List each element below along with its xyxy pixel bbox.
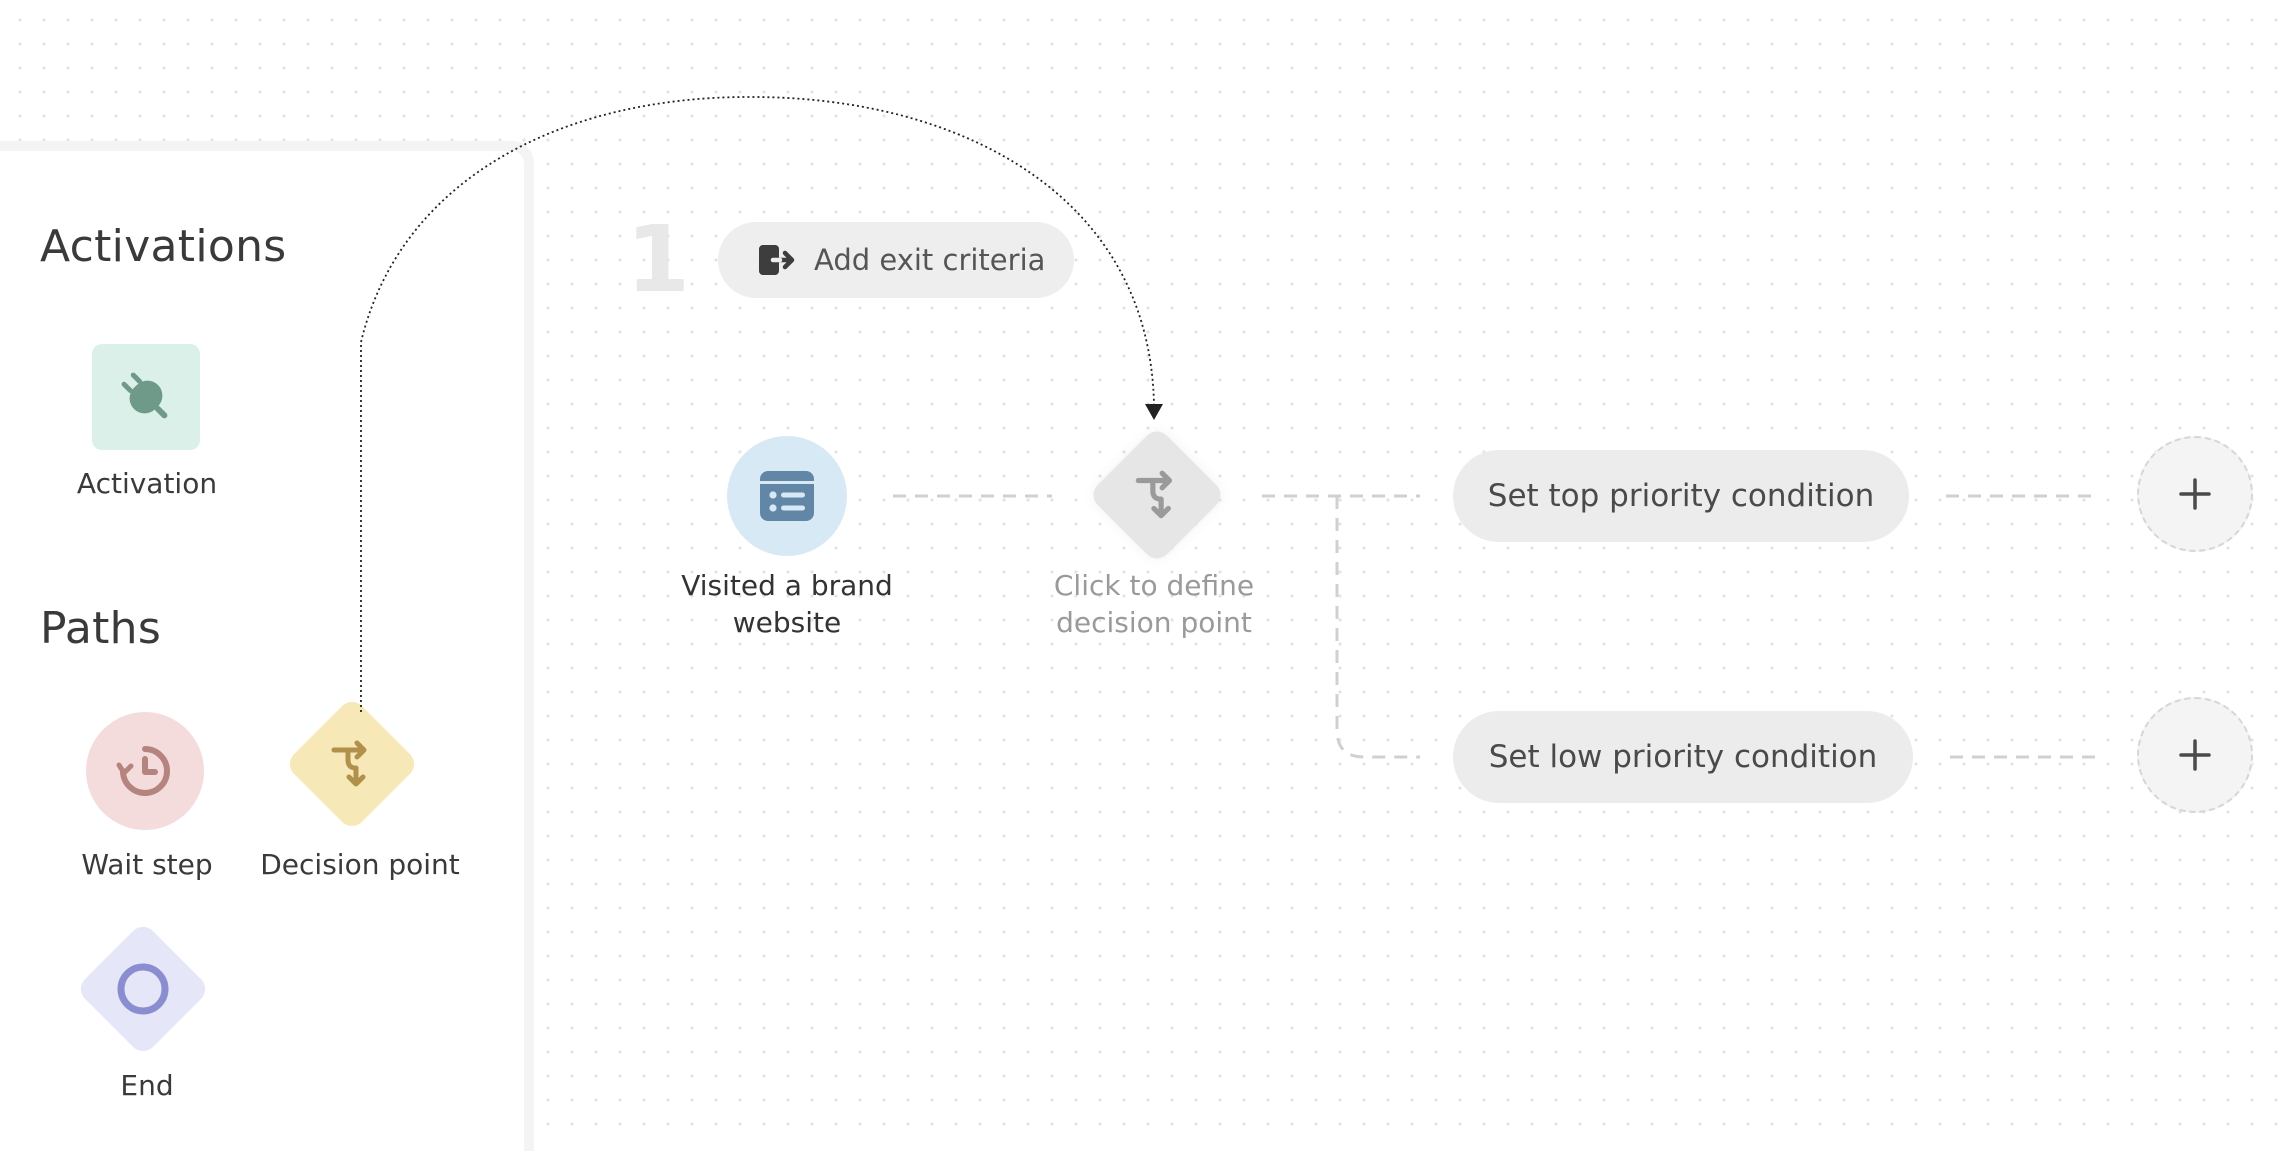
split-arrows-icon — [1135, 470, 1173, 519]
trigger-node-label: Visited a brand website — [681, 567, 893, 641]
trigger-label-line-2: website — [732, 606, 842, 639]
webpage-list-icon — [760, 471, 814, 521]
low-priority-condition-button[interactable]: Set low priority condition — [1453, 711, 1913, 803]
plus-icon — [2179, 739, 2211, 771]
end-tile[interactable] — [75, 921, 211, 1057]
add-exit-criteria-button[interactable]: Add exit criteria — [718, 222, 1074, 298]
add-step-top-button[interactable] — [2137, 436, 2253, 552]
clock-icon — [116, 746, 170, 796]
activations-heading: Activations — [40, 221, 287, 272]
decision-point-label: Decision point — [260, 848, 460, 881]
end-circle-icon — [117, 963, 169, 1015]
wait-step-tile[interactable] — [86, 712, 204, 830]
trigger-node[interactable] — [727, 436, 847, 556]
end-label: End — [120, 1069, 174, 1102]
activation-tile[interactable] — [92, 344, 200, 450]
decision-label-line-1: Click to define — [1053, 569, 1255, 602]
add-exit-criteria-label: Add exit criteria — [814, 243, 1046, 277]
top-priority-condition-button[interactable]: Set top priority condition — [1453, 450, 1909, 542]
add-step-low-button[interactable] — [2137, 697, 2253, 813]
plus-icon — [2179, 478, 2211, 510]
wait-step-label: Wait step — [81, 848, 213, 881]
exit-icon — [759, 245, 795, 275]
palette-sidebar: Activations Activation Paths Wait step — [0, 141, 534, 1151]
paths-heading: Paths — [40, 603, 162, 654]
split-arrows-icon — [331, 740, 367, 787]
plug-icon — [121, 372, 168, 419]
decision-point-tile[interactable] — [284, 696, 420, 832]
decision-label-line-2: decision point — [1056, 606, 1252, 639]
decision-node-label: Click to define decision point — [1054, 567, 1254, 641]
trigger-label-line-1: Visited a brand — [681, 569, 893, 602]
step-number: 1 — [626, 206, 691, 313]
activation-label: Activation — [76, 467, 218, 500]
